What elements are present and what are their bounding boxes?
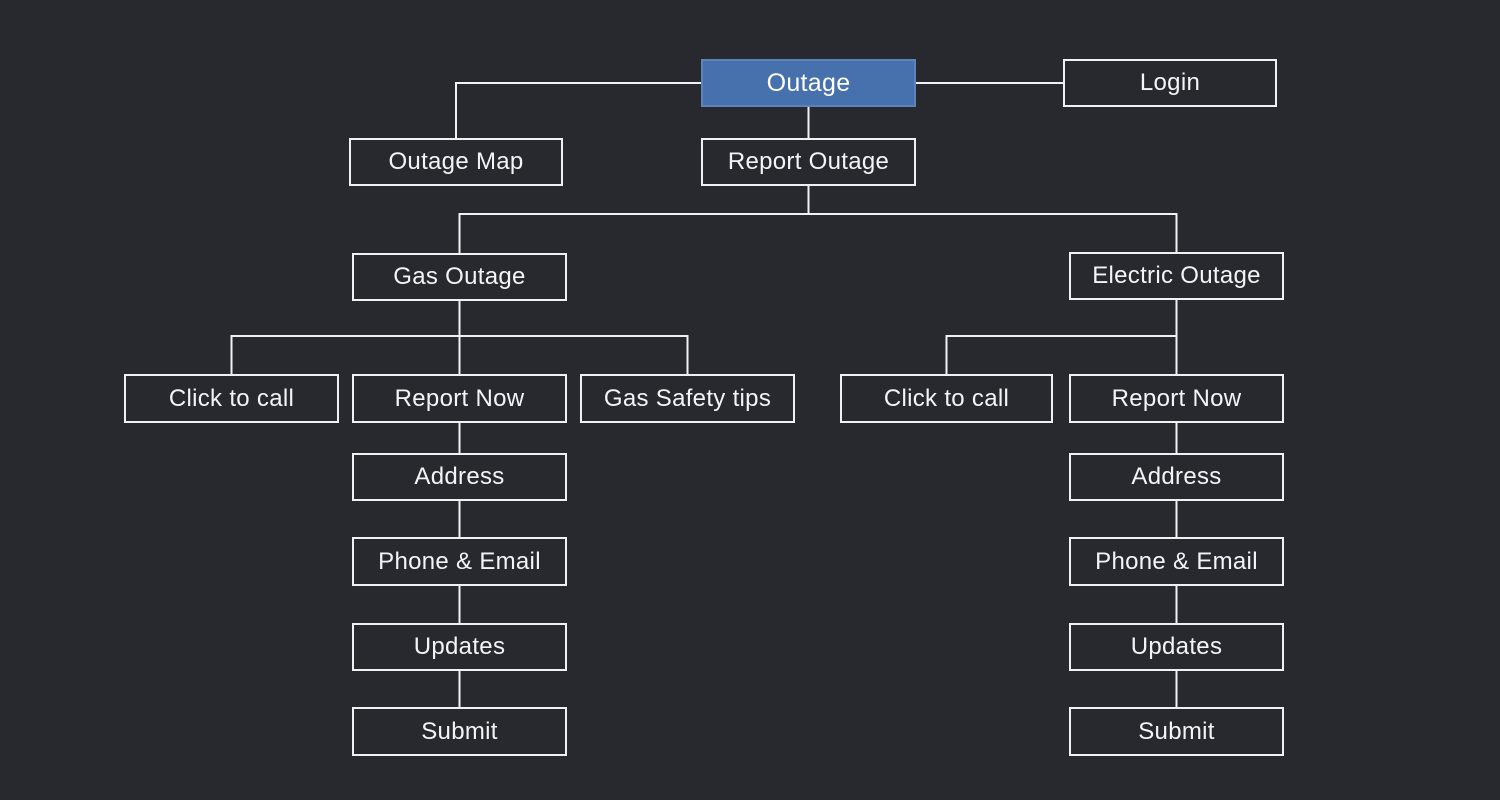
node-login: Login [1063, 59, 1277, 107]
node-electric-outage: Electric Outage [1069, 252, 1284, 300]
node-electric-submit: Submit [1069, 707, 1284, 756]
connector-electric-children-bar [945, 335, 1177, 374]
node-electric-updates: Updates [1069, 623, 1284, 671]
node-gas-phone-email: Phone & Email [352, 537, 567, 586]
connector-tier2-bar [458, 213, 1178, 253]
node-gas-submit: Submit [352, 707, 567, 756]
node-outage: Outage [701, 59, 916, 107]
node-electric-address: Address [1069, 453, 1284, 501]
node-gas-safety-tips: Gas Safety tips [580, 374, 795, 423]
node-gas-updates: Updates [352, 623, 567, 671]
node-gas-click-to-call: Click to call [124, 374, 339, 423]
node-report-outage: Report Outage [701, 138, 916, 186]
node-electric-phone-email: Phone & Email [1069, 537, 1284, 586]
connector-outage-to-outage-map [455, 82, 701, 138]
node-electric-click-to-call: Click to call [840, 374, 1053, 423]
node-gas-report-now: Report Now [352, 374, 567, 423]
connector-gas-children-bar [230, 335, 689, 374]
node-gas-outage: Gas Outage [352, 253, 567, 301]
node-electric-report-now: Report Now [1069, 374, 1284, 423]
node-gas-address: Address [352, 453, 567, 501]
node-outage-map: Outage Map [349, 138, 563, 186]
